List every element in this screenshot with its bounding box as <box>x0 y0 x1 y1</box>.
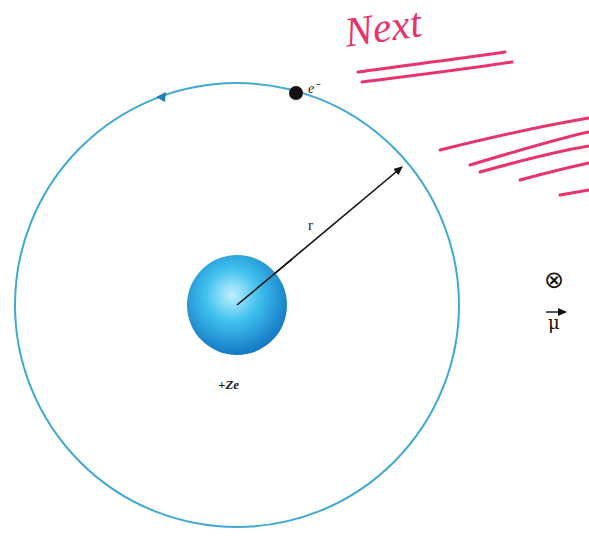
charge-label: +Ze <box>218 377 239 393</box>
orbit <box>15 83 459 527</box>
into-page-symbol: ⊗ <box>544 268 564 292</box>
magnetic-moment-label: μ <box>548 314 560 332</box>
scribble <box>358 52 505 72</box>
scribble <box>470 132 589 195</box>
electron-dot <box>289 86 303 100</box>
electron-label: e⁻ <box>308 82 319 96</box>
nucleus: +Ze <box>182 250 292 400</box>
radius-label: r <box>308 218 313 233</box>
scribble <box>362 62 512 82</box>
orbit-arrow <box>156 92 166 102</box>
vector-arrow <box>546 311 566 312</box>
handwritten-note: Next <box>342 1 424 53</box>
scribble <box>440 118 589 150</box>
radius-arrow <box>237 167 402 305</box>
